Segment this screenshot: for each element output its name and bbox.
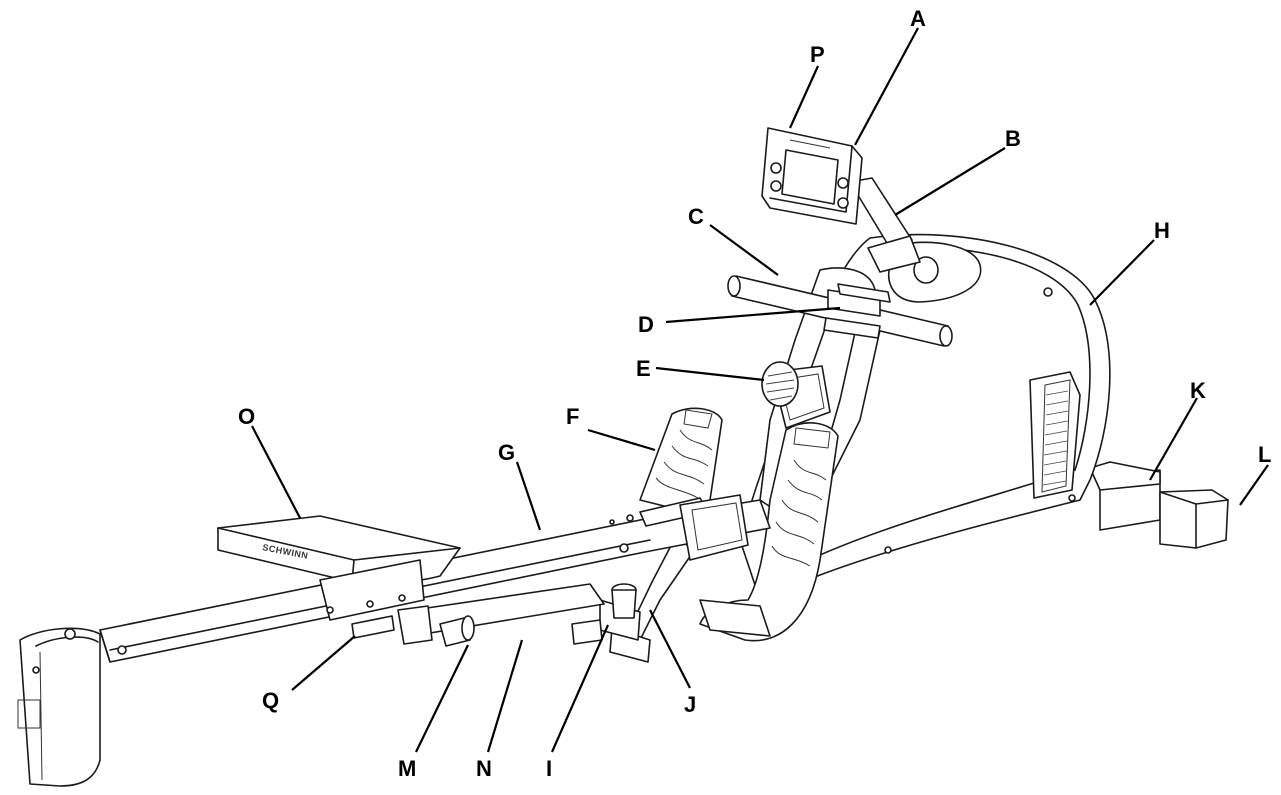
callout-K: K — [1190, 378, 1206, 403]
leader-Q — [291, 635, 356, 691]
leader-E — [655, 366, 765, 382]
callout-E: E — [636, 356, 651, 381]
handle-dock — [823, 283, 891, 339]
resistance-knob — [761, 361, 831, 429]
leader-I — [550, 624, 610, 753]
leader-lines — [251, 27, 1269, 753]
leader-K — [1149, 397, 1198, 481]
leader-M — [415, 644, 469, 753]
callout-labels: A P B C H D E K O F G L Q J M N I — [238, 6, 1271, 781]
callout-O: O — [238, 404, 255, 429]
rear-stabilizer — [1089, 461, 1229, 549]
leader-P — [788, 65, 820, 129]
monitor — [761, 127, 863, 225]
leader-F — [587, 428, 656, 452]
seat: SCHWINN — [217, 515, 461, 621]
console-mast — [849, 177, 921, 273]
callout-M: M — [398, 756, 416, 781]
leveling-adjuster — [571, 583, 637, 645]
leader-C — [709, 224, 779, 276]
rail-end-cap — [17, 627, 101, 787]
leader-G — [515, 461, 542, 531]
callout-B: B — [1005, 126, 1021, 151]
callout-D: D — [638, 312, 654, 337]
locking-pin — [439, 615, 475, 647]
callout-F: F — [566, 404, 579, 429]
leader-O — [251, 425, 301, 519]
leader-J — [649, 609, 691, 689]
leader-H — [1089, 239, 1155, 306]
callout-C: C — [688, 204, 704, 229]
callout-P: P — [810, 42, 825, 67]
leader-A — [854, 27, 919, 146]
leader-B — [894, 147, 1006, 216]
callout-H: H — [1154, 218, 1170, 243]
callout-N: N — [476, 756, 492, 781]
callout-Q: Q — [262, 688, 279, 713]
callout-L: L — [1258, 442, 1271, 467]
leader-D — [665, 306, 841, 324]
callout-G: G — [498, 440, 515, 465]
callout-I: I — [546, 756, 552, 781]
leader-L — [1239, 464, 1269, 506]
footrest-right — [699, 422, 839, 642]
callout-A: A — [910, 6, 926, 31]
callout-J: J — [684, 692, 696, 717]
leader-N — [486, 639, 524, 753]
rail — [99, 494, 771, 663]
folding-lock — [351, 615, 395, 639]
footrest-left — [639, 407, 723, 513]
